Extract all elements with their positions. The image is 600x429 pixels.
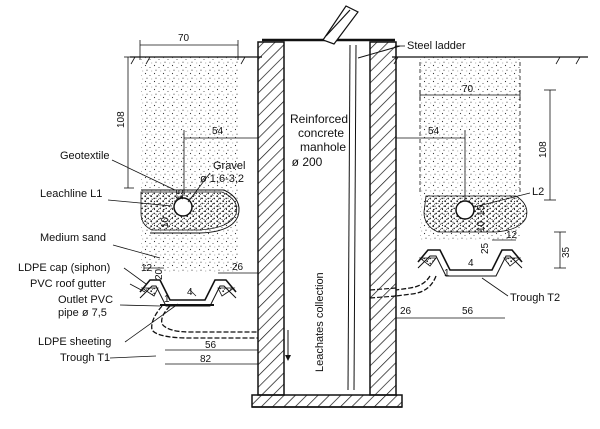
- right-gravel-bed: [423, 195, 528, 233]
- right-trench-sand: [420, 57, 520, 240]
- dim-left-82: 82: [200, 354, 212, 365]
- outlet-pipe-label: pipe ø 7,5: [58, 307, 107, 319]
- dim-right-25: 25: [480, 242, 491, 254]
- right-excavation-outline: [419, 62, 521, 193]
- dim-left-offset: 54: [212, 126, 224, 137]
- dim-left-1: 1: [164, 294, 170, 305]
- dim-right-35: 35: [561, 246, 572, 258]
- dim-right-26: 26: [400, 306, 412, 317]
- dim-left-width: 70: [178, 33, 190, 44]
- ldpe-cap-label: LDPE cap (siphon): [18, 262, 111, 274]
- dim-right-1: 1: [444, 268, 450, 279]
- dim-left-56: 56: [205, 340, 217, 351]
- dim-right-width: 70: [462, 84, 474, 95]
- trough-dim-ticks: [144, 239, 516, 297]
- dim-left-depth: 108: [116, 111, 127, 128]
- dim-left-12: 12: [141, 263, 153, 274]
- pvc-roof-gutter-label: PVC roof gutter: [30, 278, 106, 290]
- trough-t2: [417, 249, 523, 277]
- dimension-lines: [107, 40, 566, 365]
- gravel-size-label: ø 1,6-3,2: [200, 173, 245, 185]
- steel-ladder: [347, 44, 401, 391]
- outlet-pvc-label: Outlet PVC: [58, 294, 114, 306]
- dim-right-15: 15: [476, 204, 487, 216]
- dim-right-56: 56: [462, 306, 474, 317]
- dim-left-4: 4: [187, 287, 193, 298]
- outlet-pvc-pipe-left: [151, 305, 258, 339]
- gravel-label: Gravel: [213, 160, 246, 172]
- geotextile-label: Geotextile: [60, 150, 110, 162]
- manhole-label-line2: concrete: [297, 126, 345, 140]
- dim-right-10: 10: [476, 220, 487, 232]
- dim-left-15: 15: [175, 188, 186, 200]
- manhole-label-line1: Reinforced: [289, 112, 349, 126]
- manhole: [251, 38, 403, 408]
- trough-t1: [139, 279, 237, 307]
- manhole-lid: [322, 5, 359, 45]
- leachline-l1-pipe: [173, 197, 193, 217]
- leachline-l2-pipe: [455, 200, 475, 220]
- outlet-pvc-pipe-right: [395, 275, 431, 291]
- dim-left-26: 26: [232, 262, 244, 273]
- dim-right-depth: 108: [538, 141, 549, 158]
- manhole-label-line3: manhole: [299, 140, 347, 154]
- medium-sand-label: Medium sand: [40, 232, 107, 244]
- trough-t1-label: Trough T1: [60, 352, 111, 364]
- trough-t2-label: Trough T2: [510, 292, 561, 304]
- dim-right-offset: 54: [428, 126, 440, 137]
- l2-label: L2: [532, 186, 545, 198]
- manhole-diameter-label: ø 200: [291, 155, 323, 169]
- ldpe-sheeting-label: LDPE sheeting: [38, 336, 112, 348]
- leachates-collection-label: Leachates collection: [314, 272, 326, 372]
- left-geotextile: [141, 189, 240, 234]
- dim-right-4: 4: [468, 258, 474, 269]
- leachline-l1-label: Leachline L1: [40, 188, 103, 200]
- dim-right-12: 12: [506, 230, 518, 241]
- dim-left-20: 20: [154, 268, 165, 280]
- steel-ladder-label: Steel ladder: [407, 40, 466, 52]
- dim-left-10: 10: [160, 216, 171, 228]
